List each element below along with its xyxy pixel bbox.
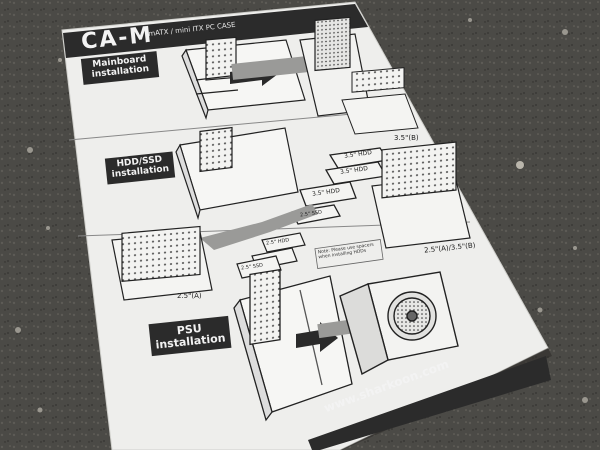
grey-guide-band-mid [200, 204, 318, 250]
mainboard-panel [299, 16, 371, 117]
header-band [63, 4, 368, 58]
drive-stack-35 [291, 147, 390, 225]
case-illustration-hdd [175, 126, 299, 221]
divider-1 [68, 109, 396, 141]
gravel-stones [15, 18, 588, 413]
drive-stack-25 [236, 232, 306, 279]
bay-label-25a: 2.5"(A) [177, 292, 202, 300]
tray-35b [341, 67, 419, 135]
note-box [314, 239, 384, 269]
grey-guide-band-top [231, 55, 313, 80]
bay-label-35b: 3.5"(B) [394, 134, 419, 142]
tray-25a [111, 225, 213, 301]
footer-band [308, 356, 551, 450]
tray-25a-35b [371, 141, 471, 249]
psu-unit [339, 271, 459, 376]
